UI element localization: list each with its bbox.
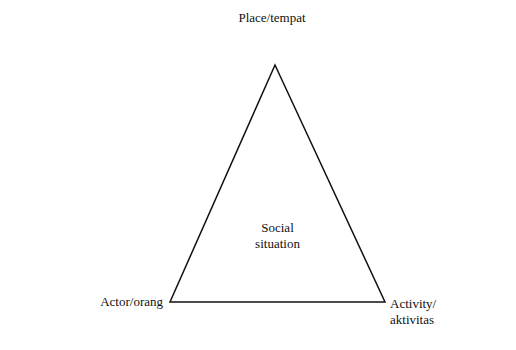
triangle-border xyxy=(170,65,385,302)
triangle-node: Social situation xyxy=(170,65,385,302)
node-label: Social situation xyxy=(246,220,310,253)
vertex-label: Place/tempat xyxy=(238,10,305,26)
vertex-label: Actor/orang xyxy=(100,294,163,310)
vertex-label: Activity/ aktivitas xyxy=(390,296,454,329)
triangle-outline xyxy=(170,65,385,302)
